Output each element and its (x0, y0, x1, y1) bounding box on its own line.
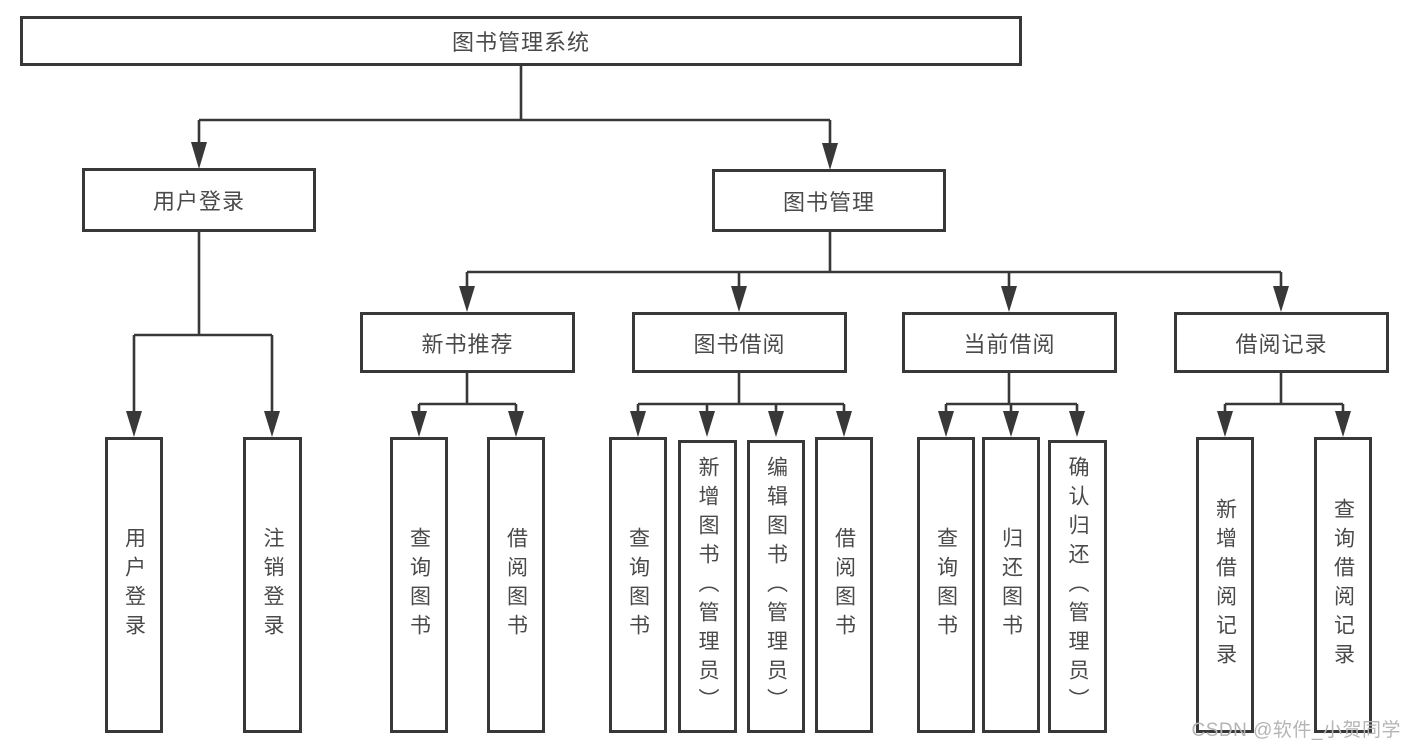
node-root-label: 图书管理系统 (451, 30, 590, 55)
node-new-book-recommend-label: 新书推荐 (421, 331, 514, 357)
leaf-cb-return-books: 归还图书 (982, 437, 1040, 733)
node-borrow-records: 借阅记录 (1174, 312, 1389, 373)
node-book-management-label: 图书管理 (782, 189, 875, 215)
node-current-borrow: 当前借阅 (902, 312, 1117, 373)
leaf-bb-borrow-books: 借阅图书 (815, 437, 873, 733)
leaf-bb-edit-books: 编辑图书（管理员） (747, 440, 805, 733)
leaf-bb-add-books: 新增图书（管理员） (678, 440, 737, 733)
node-user-login-label: 用户登录 (152, 189, 245, 214)
node-root: 图书管理系统 (20, 16, 1022, 66)
node-book-borrow-label: 图书借阅 (693, 331, 786, 357)
node-book-borrow: 图书借阅 (632, 312, 847, 373)
leaf-logout-action: 注销登录 (243, 437, 302, 733)
leaf-user-login-action: 用户登录 (105, 437, 163, 733)
leaf-bb-borrow-books-label: 借阅图书 (832, 527, 856, 643)
leaf-cb-query-books-label: 查询图书 (934, 527, 958, 643)
leaf-bb-query-books-label: 查询图书 (626, 527, 650, 643)
node-current-borrow-label: 当前借阅 (963, 331, 1056, 357)
leaf-cb-query-books: 查询图书 (917, 437, 975, 733)
leaf-br-add-record-label: 新增借阅记录 (1213, 498, 1237, 672)
leaf-user-login-action-label: 用户登录 (122, 527, 146, 643)
leaf-cb-confirm-return: 确认归还（管理员） (1048, 440, 1107, 733)
node-user-login: 用户登录 (82, 168, 316, 232)
node-borrow-records-label: 借阅记录 (1235, 331, 1328, 357)
leaf-br-query-record: 查询借阅记录 (1314, 437, 1372, 733)
leaf-cb-confirm-return-label: 确认归还（管理员） (1066, 456, 1089, 717)
leaf-rec-borrow-books: 借阅图书 (487, 437, 545, 733)
node-new-book-recommend: 新书推荐 (360, 312, 575, 373)
leaf-rec-query-books: 查询图书 (390, 437, 448, 733)
watermark: CSDN @软件_小贺同学 (1191, 720, 1401, 741)
leaf-logout-action-label: 注销登录 (261, 527, 284, 643)
leaf-rec-query-books-label: 查询图书 (407, 527, 431, 643)
leaf-br-add-record: 新增借阅记录 (1196, 437, 1254, 733)
node-book-management: 图书管理 (712, 169, 946, 232)
leaf-rec-borrow-books-label: 借阅图书 (504, 527, 528, 643)
leaf-cb-return-books-label: 归还图书 (999, 527, 1023, 643)
leaf-bb-add-books-label: 新增图书（管理员） (696, 456, 719, 717)
leaf-bb-edit-books-label: 编辑图书（管理员） (764, 456, 788, 717)
leaf-bb-query-books: 查询图书 (609, 437, 667, 733)
leaf-br-query-record-label: 查询借阅记录 (1331, 498, 1355, 672)
